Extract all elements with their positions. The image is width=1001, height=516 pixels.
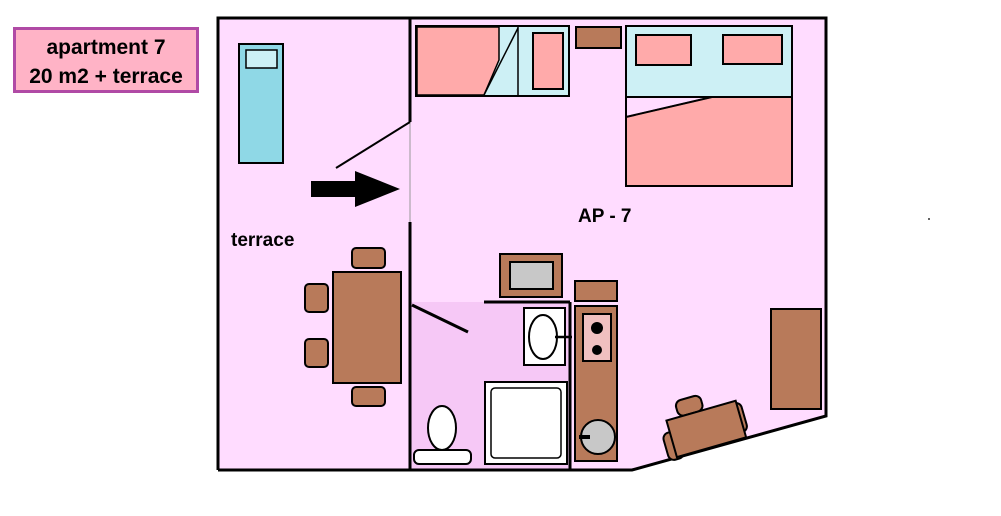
stray-dot: [928, 218, 930, 220]
bed-blanket-fold: [625, 96, 713, 118]
apartment-title-line1: apartment 7: [46, 36, 166, 59]
wardrobe-panel: [416, 26, 500, 96]
terrace-chair: [351, 247, 386, 269]
toilet-tank: [413, 449, 472, 465]
apartment-title-line2: 20 m2 + terrace: [29, 65, 183, 88]
terrace-door-swing: [335, 121, 411, 169]
outer-wall: [216, 16, 828, 472]
shelf: [575, 26, 622, 49]
entrance-arrow-icon: [311, 171, 400, 207]
bathroom-door-swing: [411, 303, 469, 334]
single-bed: [532, 32, 564, 90]
stove-burner: [591, 322, 603, 334]
apartment-label: AP - 7: [578, 206, 632, 227]
shower-tray: [490, 387, 562, 459]
toilet-icon: [427, 405, 457, 451]
terrace-chair: [351, 386, 386, 407]
wardrobe-diagonal: [483, 27, 519, 96]
bed-pillow: [722, 34, 783, 65]
bed-pillow: [635, 34, 692, 66]
apartment-title-box: apartment 7 20 m2 + terrace: [13, 27, 199, 93]
terrace-table: [332, 271, 402, 384]
terrace-label: terrace: [231, 230, 295, 251]
stove-burner: [592, 345, 602, 355]
terrace-chair: [304, 283, 329, 313]
dining-set: [662, 394, 748, 461]
terrace-chair: [304, 338, 329, 368]
kitchen-cabinet-top: [574, 280, 618, 302]
dining-table: [665, 399, 748, 459]
sun-lounger-pillow: [245, 49, 278, 69]
sink-icon: [528, 314, 558, 360]
right-cabinet: [770, 308, 822, 410]
tv-screen: [509, 261, 554, 290]
